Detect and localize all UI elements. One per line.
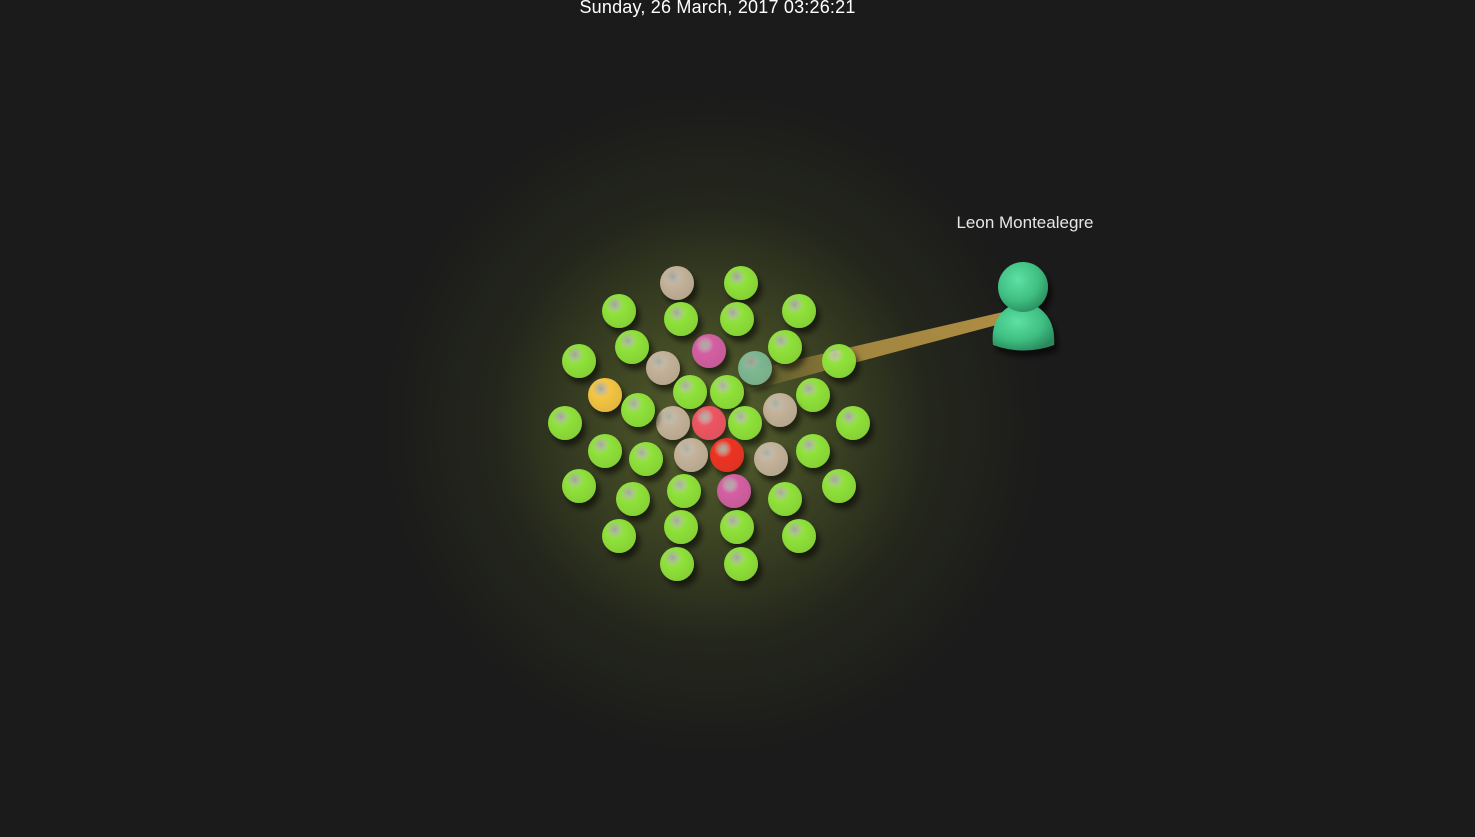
orb-pink[interactable]	[692, 334, 726, 368]
orb-beige[interactable]	[646, 351, 680, 385]
orb-green[interactable]	[724, 266, 758, 300]
orb-green[interactable]	[664, 510, 698, 544]
orb-beige[interactable]	[754, 442, 788, 476]
orb-yellow[interactable]	[588, 378, 622, 412]
orb-green[interactable]	[621, 393, 655, 427]
orb-coral[interactable]	[692, 406, 726, 440]
orb-green[interactable]	[667, 474, 701, 508]
orb-green[interactable]	[768, 482, 802, 516]
orb-green[interactable]	[822, 344, 856, 378]
orb-beige[interactable]	[656, 406, 690, 440]
orb-green[interactable]	[602, 519, 636, 553]
orb-green[interactable]	[629, 442, 663, 476]
timestamp-label: Sunday, 26 March, 2017 03:26:21	[579, 0, 856, 17]
orb-green[interactable]	[782, 294, 816, 328]
orb-beige[interactable]	[660, 266, 694, 300]
orb-green[interactable]	[796, 434, 830, 468]
user-name-label: Leon Montealegre	[956, 213, 1094, 232]
orb-green[interactable]	[836, 406, 870, 440]
orb-green[interactable]	[673, 375, 707, 409]
orb-green[interactable]	[724, 547, 758, 581]
orb-green[interactable]	[660, 547, 694, 581]
orb-green[interactable]	[728, 406, 762, 440]
orb-green[interactable]	[710, 375, 744, 409]
orb-pink[interactable]	[717, 474, 751, 508]
orb-green[interactable]	[720, 302, 754, 336]
user-avatar-icon[interactable]	[992, 262, 1055, 351]
orb-green[interactable]	[588, 434, 622, 468]
orb-red[interactable]	[710, 438, 744, 472]
orb-green[interactable]	[768, 330, 802, 364]
orb-beige[interactable]	[674, 438, 708, 472]
orb-green[interactable]	[822, 469, 856, 503]
orb-teal[interactable]	[738, 351, 772, 385]
orb-green[interactable]	[782, 519, 816, 553]
orb-green[interactable]	[720, 510, 754, 544]
orb-green[interactable]	[602, 294, 636, 328]
attention-beam	[745, 312, 1008, 392]
orb-green[interactable]	[664, 302, 698, 336]
orb-green[interactable]	[562, 344, 596, 378]
orb-green[interactable]	[562, 469, 596, 503]
orb-green[interactable]	[615, 330, 649, 364]
orb-green[interactable]	[616, 482, 650, 516]
orb-green[interactable]	[796, 378, 830, 412]
orb-green[interactable]	[548, 406, 582, 440]
orb-beige[interactable]	[763, 393, 797, 427]
